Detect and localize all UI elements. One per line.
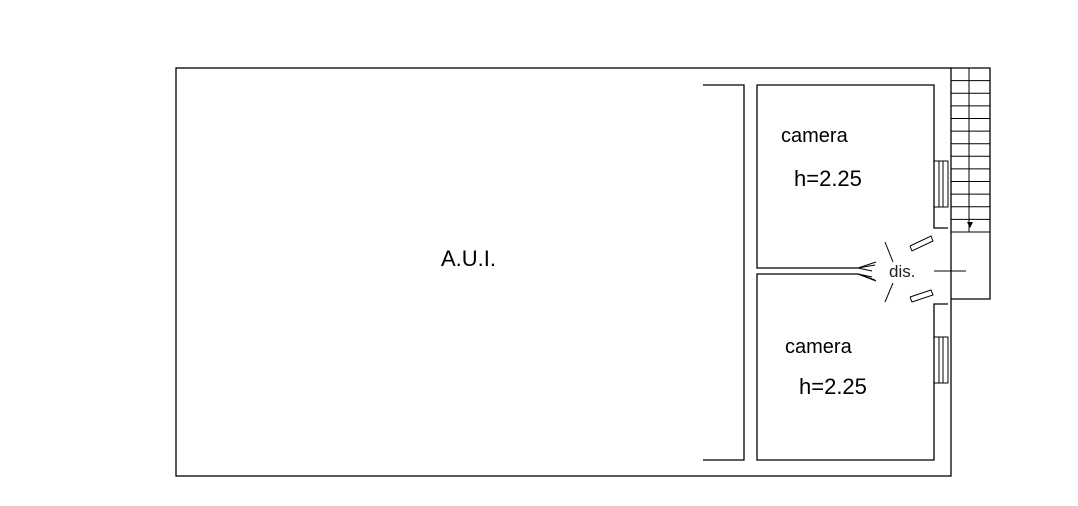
window-lower (933, 336, 949, 384)
room-upper-wall (756, 84, 935, 269)
stair-outline (951, 67, 991, 300)
door-jamb-upper (933, 207, 948, 229)
door-swing-lower (884, 282, 894, 303)
corridor-label: dis. (889, 262, 915, 281)
window-upper (933, 160, 949, 208)
room-upper-name: camera (781, 125, 849, 147)
main-room-label: A.U.I. (441, 246, 496, 271)
main-room-partition (703, 84, 745, 461)
door-mark-left-upper (857, 264, 876, 272)
outer-wall (175, 67, 952, 477)
door-leaf-upper-right (909, 235, 934, 252)
door-jamb-lower (933, 303, 948, 326)
room-lower-name: camera (785, 336, 853, 358)
door-leaf-lower-right (909, 289, 934, 303)
stair-steps (951, 80, 990, 220)
door-leaf-left-upper (857, 261, 877, 269)
door-leaf-left-lower (857, 273, 877, 282)
stair-arrow (967, 222, 973, 228)
room-lower-height: h=2.25 (799, 374, 867, 399)
room-lower-wall (756, 273, 935, 461)
door-swing-upper (884, 241, 894, 263)
room-upper-height: h=2.25 (794, 166, 862, 191)
